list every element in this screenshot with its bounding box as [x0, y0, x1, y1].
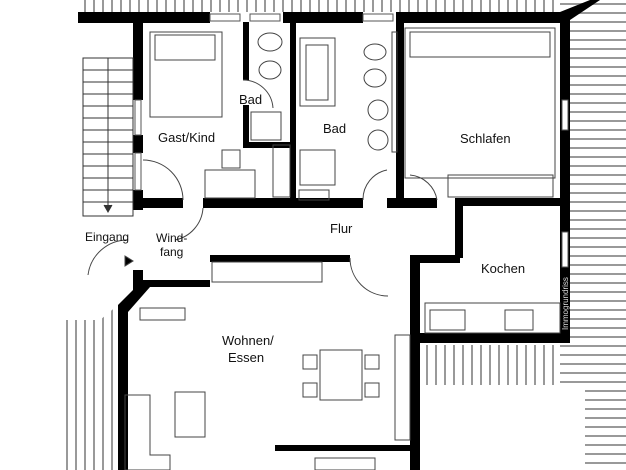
room-label-gast-kind: Gast/Kind	[158, 130, 215, 145]
doors	[87, 79, 438, 297]
room-label-schlafen: Schlafen	[460, 131, 511, 146]
windows	[134, 13, 569, 268]
staircase	[82, 57, 134, 217]
walls	[78, 0, 600, 470]
room-label-eingang: Eingang	[85, 230, 129, 244]
room-label-bad-small: Bad	[239, 92, 262, 107]
room-label-bad-large: Bad	[323, 121, 346, 136]
watermark: Immogrundriss	[561, 277, 570, 330]
room-label-wohnen: Wohnen/	[222, 333, 274, 348]
room-label-windfang-2: fang	[160, 245, 183, 259]
roof-hatching	[65, 0, 626, 470]
room-label-windfang-1: Wind-	[156, 231, 187, 245]
room-label-kochen: Kochen	[481, 261, 525, 276]
furniture	[124, 27, 561, 470]
room-label-essen: Essen	[228, 350, 264, 365]
room-label-flur: Flur	[330, 221, 353, 236]
